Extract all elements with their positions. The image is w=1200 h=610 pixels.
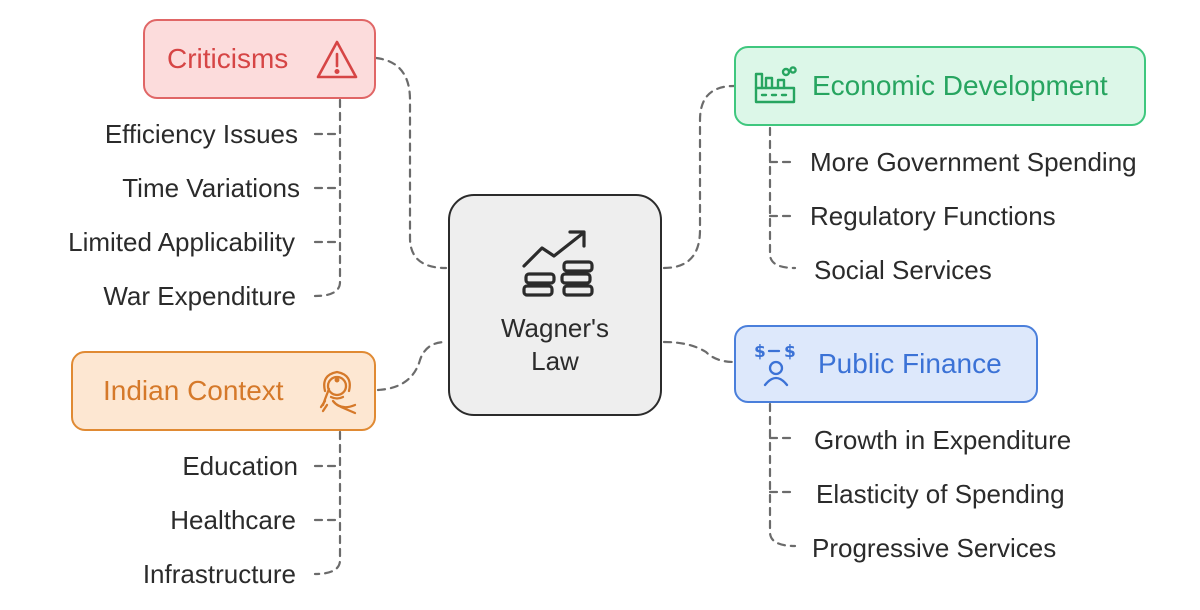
economic-development-node[interactable]: Economic Development xyxy=(734,46,1146,126)
connector-public xyxy=(662,340,736,364)
center-node[interactable]: Wagner's Law xyxy=(448,194,662,416)
economic-item: More Government Spending xyxy=(810,147,1137,177)
indian-context-node[interactable]: Indian Context xyxy=(71,351,376,431)
criticisms-item: Limited Applicability xyxy=(68,227,295,257)
indian-item: Healthcare xyxy=(170,505,296,535)
indian-item: Education xyxy=(182,451,298,481)
connector-public-items xyxy=(768,402,797,548)
person-money-icon: $ $ xyxy=(754,342,796,387)
indian-context-label: Indian Context xyxy=(103,375,284,406)
connector-criticisms xyxy=(374,56,448,270)
center-label-line2: Law xyxy=(531,346,579,376)
indian-woman-icon xyxy=(319,370,357,415)
growth-chart-coins-icon xyxy=(522,230,594,297)
public-item: Growth in Expenditure xyxy=(814,425,1072,455)
connector-indian xyxy=(376,340,448,392)
center-label-line1: Wagner's xyxy=(500,313,610,343)
warning-triangle-icon xyxy=(316,40,358,79)
connector-economic-items xyxy=(768,126,797,270)
criticisms-item: Efficiency Issues xyxy=(104,119,298,149)
center-label: Wagner's Law xyxy=(450,312,660,378)
connector-economic xyxy=(662,84,736,270)
criticisms-item: Time Variations xyxy=(122,173,300,203)
indian-item: Infrastructure xyxy=(142,559,296,589)
connector-indian-items xyxy=(313,430,342,576)
criticisms-label: Criticisms xyxy=(167,43,289,74)
connector-criticisms-items xyxy=(313,98,342,298)
public-item: Progressive Services xyxy=(812,533,1057,563)
economic-item: Social Services xyxy=(814,255,992,285)
public-item: Elasticity of Spending xyxy=(816,479,1065,509)
svg-text:$: $ xyxy=(784,342,796,362)
criticisms-node[interactable]: Criticisms xyxy=(143,19,376,99)
factory-icon xyxy=(754,66,797,104)
svg-text:$: $ xyxy=(754,342,766,362)
public-finance-node[interactable]: $ $ Public Finance xyxy=(734,325,1038,403)
economic-item: Regulatory Functions xyxy=(810,201,1056,231)
economic-development-label: Economic Development xyxy=(812,70,1108,101)
criticisms-item: War Expenditure xyxy=(103,281,296,311)
public-finance-label: Public Finance xyxy=(818,348,1002,379)
